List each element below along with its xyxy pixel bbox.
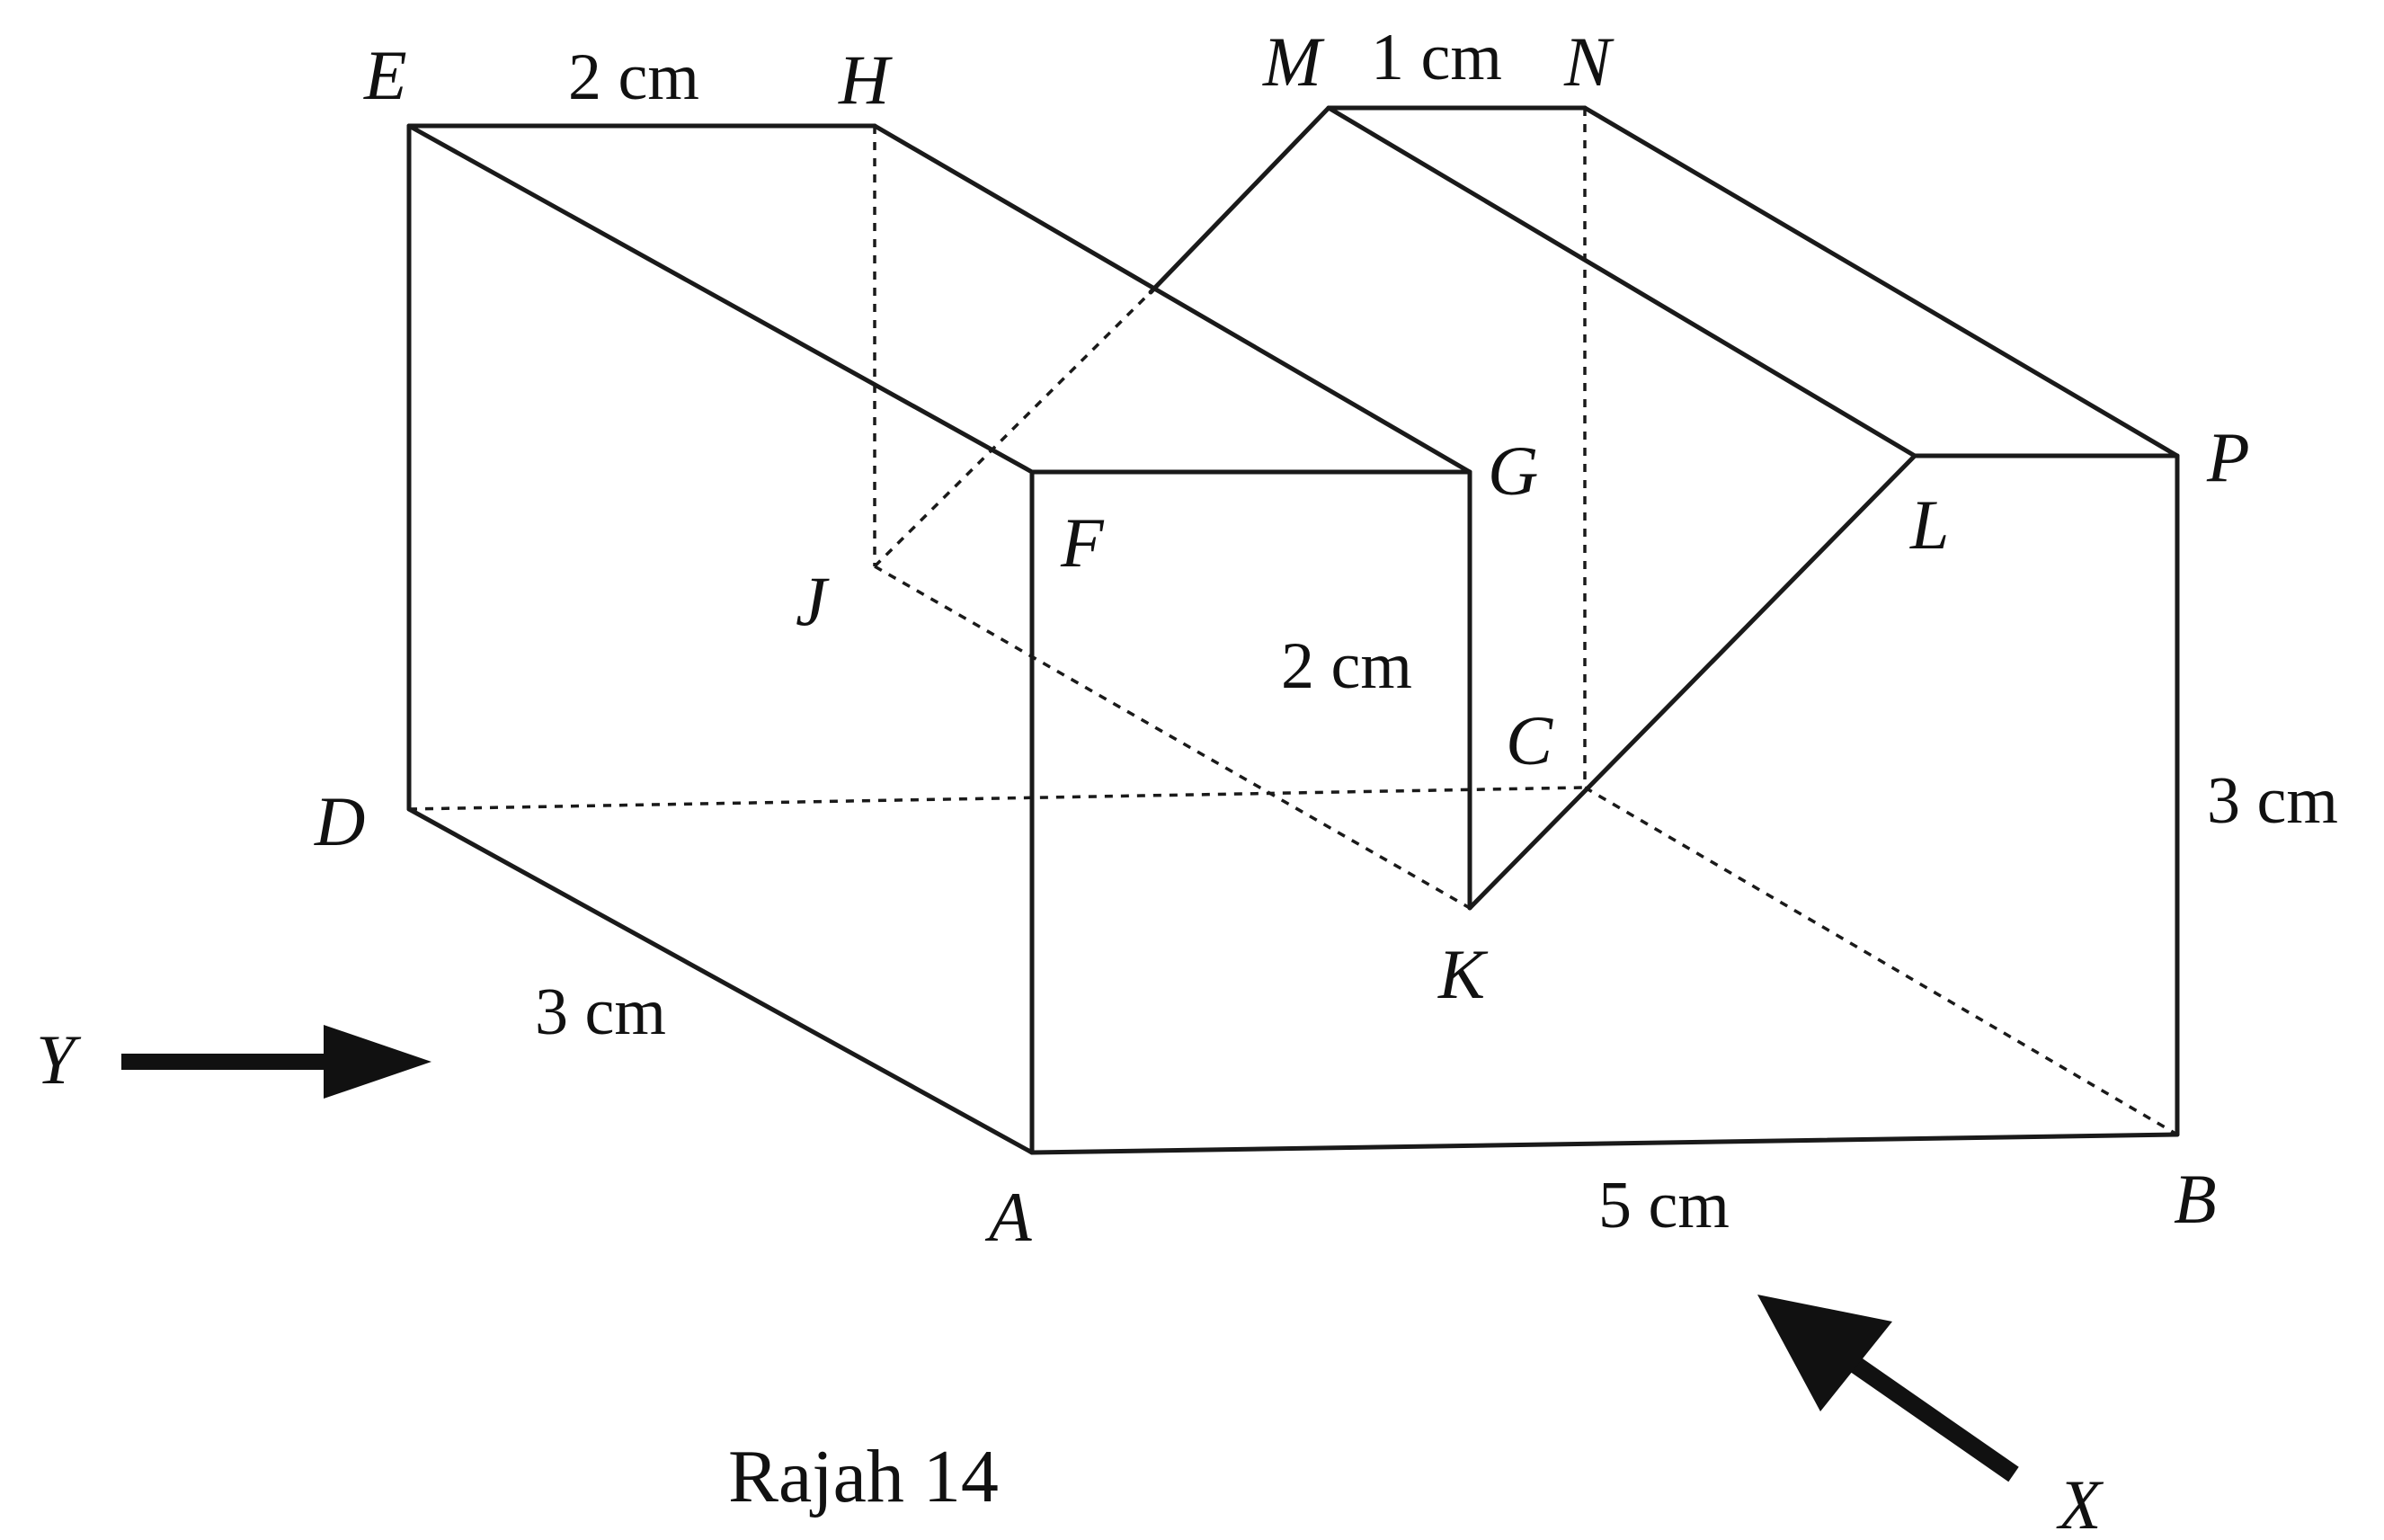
vertex-label-b: B xyxy=(2174,1160,2217,1238)
arrow-y-head xyxy=(324,1025,431,1099)
edge-k-l xyxy=(1467,453,1917,911)
hidden-edge-c-b xyxy=(1584,786,2178,1136)
measurement-ad: 3 cm xyxy=(535,975,666,1049)
measurement-mn: 1 cm xyxy=(1371,21,1502,94)
measurement-ab: 5 cm xyxy=(1598,1169,1730,1242)
vertex-label-l: L xyxy=(1909,485,1949,564)
vertex-label-h: H xyxy=(838,40,893,119)
figure-caption: Rajah 14 xyxy=(728,1435,999,1518)
view-arrow-x: X xyxy=(1757,1295,2104,1540)
arrow-x-label: X xyxy=(2056,1465,2104,1540)
arrow-y-label: Y xyxy=(36,1020,82,1099)
measurement-labels: 2 cm 1 cm 2 cm 3 cm 3 cm 5 cm xyxy=(535,21,2338,1242)
hidden-edges xyxy=(408,108,2178,1136)
edge-d-a xyxy=(406,806,1035,1155)
vertex-label-k: K xyxy=(1437,935,1489,1013)
edge-m-slope xyxy=(1148,105,1331,295)
vertex-label-m: M xyxy=(1262,22,1325,101)
edge-h-g xyxy=(872,123,1472,475)
arrow-y-shaft xyxy=(121,1054,337,1070)
hidden-edge-j-k xyxy=(874,565,1471,910)
vertex-label-c: C xyxy=(1506,701,1553,779)
measurement-eh: 2 cm xyxy=(568,40,699,114)
arrow-x-head xyxy=(1757,1295,1892,1411)
measurement-bp: 3 cm xyxy=(2207,764,2338,838)
edge-e-f xyxy=(406,123,1035,475)
measurement-gk: 2 cm xyxy=(1281,629,1412,703)
vertex-label-d: D xyxy=(314,782,365,860)
vertex-label-g: G xyxy=(1488,432,1538,510)
hidden-edge-j-m xyxy=(873,290,1152,568)
edge-n-p xyxy=(1582,105,2180,458)
vertex-labels: E H M N G P F L J C D K A B xyxy=(314,22,2250,1256)
edge-m-l xyxy=(1326,105,1917,458)
vertex-label-a: A xyxy=(984,1178,1032,1256)
vertex-label-n: N xyxy=(1563,22,1615,101)
visible-edges xyxy=(406,105,2180,1155)
hidden-edge-d-c xyxy=(408,786,1586,811)
vertex-label-j: J xyxy=(796,562,830,640)
vertex-label-e: E xyxy=(363,36,407,114)
edge-a-b xyxy=(1029,1132,2180,1155)
arrow-x-shaft xyxy=(1846,1354,2019,1482)
vertex-label-p: P xyxy=(2206,418,2250,496)
view-arrow-y: Y xyxy=(36,1020,431,1099)
vertex-label-f: F xyxy=(1060,503,1105,582)
